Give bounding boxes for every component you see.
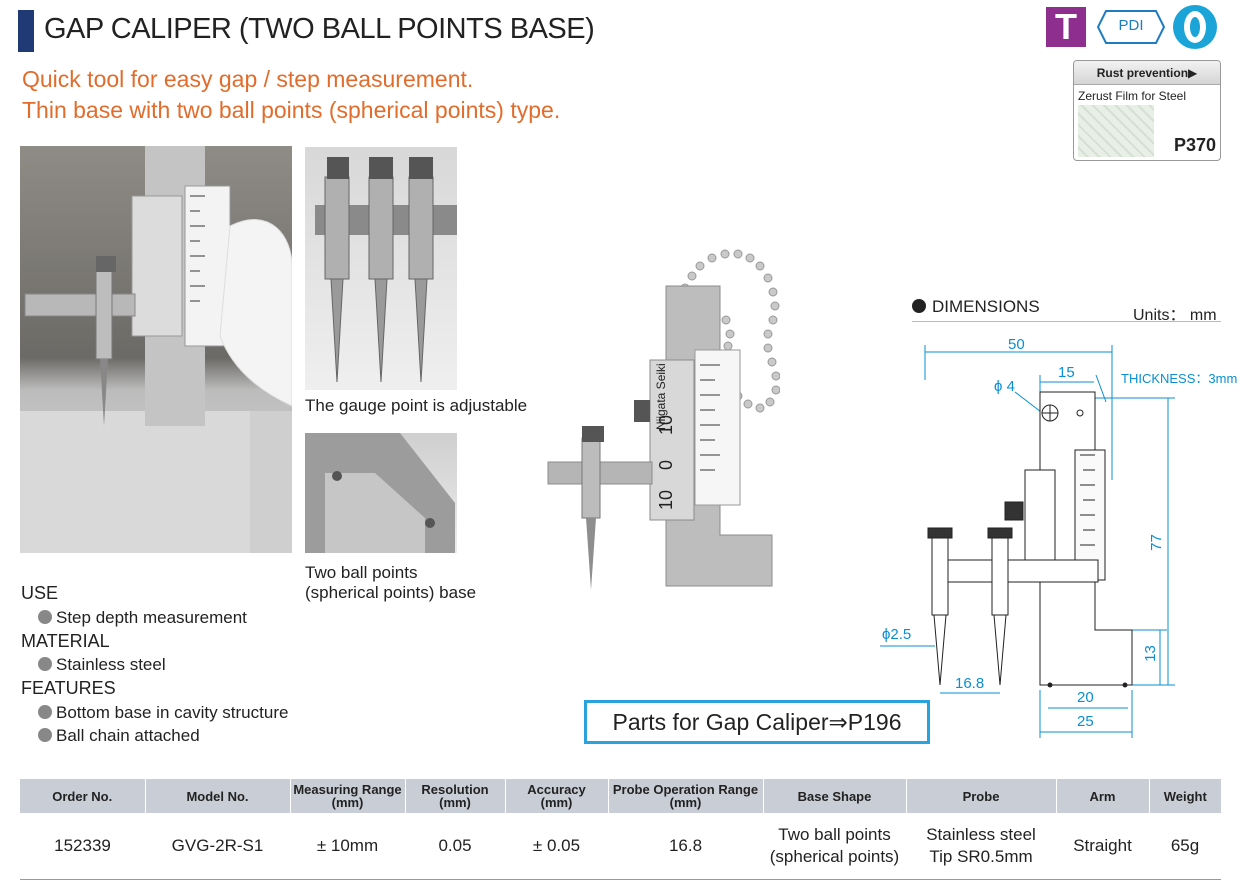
header-label: Accuracy (mm): [527, 782, 586, 810]
dim-base-inner: 20: [1077, 689, 1094, 706]
usage-photo-drawing: [20, 146, 292, 553]
ball-points-caption-1: Two ball points: [305, 563, 418, 582]
ball-points-photo: [305, 433, 457, 553]
col-accuracy: Accuracy (mm): [505, 779, 609, 813]
cell-order-no: 152339: [20, 813, 145, 880]
ball-points-drawing: [305, 433, 455, 553]
brand-logo: Niigata Seiki: [654, 363, 668, 430]
cell-accuracy: ± 0.05: [505, 813, 608, 880]
col-measuring-range: Measuring Range (mm): [290, 779, 406, 813]
col-base-shape: Base Shape: [763, 779, 907, 813]
tagline-1: Quick tool for easy gap / step measureme…: [22, 66, 474, 92]
dimension-drawing: [880, 345, 1175, 738]
table-row: 152339 GVG-2R-S1 ± 10mm 0.05 ± 0.05 16.8…: [20, 813, 1221, 880]
col-resolution: Resolution (mm): [405, 779, 506, 813]
use-heading: USE: [21, 583, 59, 603]
features-item: Ball chain attached: [38, 726, 200, 746]
col-arm: Arm: [1056, 779, 1150, 813]
adjustable-caption: The gauge point is adjustable: [305, 396, 528, 415]
dimensions-title: DIMENSIONS: [912, 297, 1040, 317]
dim-probe-range: 16.8: [955, 675, 985, 692]
spec-table: Order No. Model No. Measuring Range (mm)…: [20, 779, 1221, 880]
col-probe: Probe: [906, 779, 1057, 813]
header-label: Measuring Range (mm): [293, 782, 402, 810]
pdi-badge-icon: [1096, 10, 1166, 44]
scale-number: 10: [656, 415, 676, 435]
cell-model-no: GVG-2R-S1: [145, 813, 290, 880]
header-label: Probe Operation Range (mm): [612, 782, 759, 810]
col-model-no: Model No.: [145, 779, 291, 813]
features-heading: FEATURES: [21, 678, 116, 698]
title-accent-bar: [18, 10, 34, 52]
col-order-no: Order No.: [20, 779, 146, 813]
ball-points-caption-2: (spherical points) base: [305, 583, 477, 602]
cell-probe: Stainless steel Tip SR0.5mm: [906, 813, 1056, 880]
dim-thickness: THICKNESS：3mm: [1121, 371, 1238, 386]
parts-link[interactable]: Parts for Gap Caliper⇒P196: [584, 700, 930, 744]
cell-weight: 65g: [1149, 813, 1221, 880]
product-photo: 10 0 10 Niigata Seiki: [547, 249, 780, 590]
dim-probe-dia: ϕ2.5: [882, 626, 912, 643]
dim-hole: ϕ 4: [994, 378, 1015, 395]
header-label: Resolution (mm): [421, 782, 489, 810]
cell-measuring-range: ± 10mm: [290, 813, 405, 880]
scale-number: 10: [656, 490, 676, 510]
dimensions-units: Units： mm: [1133, 307, 1217, 324]
cell-resolution: 0.05: [405, 813, 505, 880]
rust-prevention-header: Rust prevention▶: [1074, 61, 1220, 85]
dim-base-height: 13: [1141, 645, 1159, 662]
rust-prevention-subtitle: Zerust Film for Steel: [1078, 89, 1187, 103]
dim-width-top: 15: [1058, 364, 1075, 381]
dim-base-outer: 25: [1077, 713, 1094, 730]
features-item: Bottom base in cavity structure: [38, 703, 288, 723]
material-item: Stainless steel: [38, 655, 166, 675]
col-probe-operation-range: Probe Operation Range (mm): [608, 779, 764, 813]
page-title: GAP CALIPER (TWO BALL POINTS BASE): [44, 13, 595, 45]
zerust-film-image: [1078, 105, 1154, 157]
table-header-row: Order No. Model No. Measuring Range (mm)…: [20, 779, 1221, 813]
cell-arm: Straight: [1056, 813, 1149, 880]
dimensions-rule: [912, 321, 1221, 322]
gauge-point-photo: [305, 147, 457, 390]
usage-photo: [20, 146, 292, 553]
o-badge-ring: [1184, 11, 1206, 43]
scale-number: 0: [656, 460, 676, 470]
rust-prevention-page: P370: [1173, 135, 1216, 155]
use-item: Step depth measurement: [38, 608, 247, 628]
rust-prevention-box[interactable]: Rust prevention▶ Zerust Film for Steel P…: [1073, 60, 1221, 161]
cell-base-shape: Two ball points (spherical points): [763, 813, 906, 880]
cell-probe-operation-range: 16.8: [608, 813, 763, 880]
col-weight: Weight: [1149, 779, 1221, 813]
gauge-point-drawing: [315, 157, 457, 383]
pdi-badge-label: PDI: [1118, 17, 1144, 34]
dim-width-total: 50: [1008, 336, 1025, 353]
t-badge-icon: T: [1046, 7, 1086, 47]
dim-height-total: 77: [1147, 534, 1165, 551]
tagline-2: Thin base with two ball points (spherica…: [22, 97, 561, 123]
material-heading: MATERIAL: [21, 631, 110, 651]
